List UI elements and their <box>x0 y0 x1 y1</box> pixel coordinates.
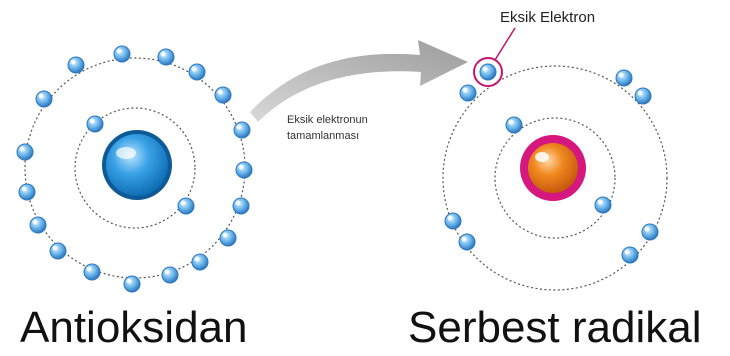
electron-icon <box>114 46 130 62</box>
callout-line <box>495 28 515 60</box>
transfer-label-line1: Eksik elektronun <box>287 114 368 126</box>
electron-icon <box>178 198 194 214</box>
electron-icon <box>506 117 522 133</box>
electron-icon <box>50 243 66 259</box>
electron-icon <box>460 85 476 101</box>
electron-icon <box>234 122 250 138</box>
antioxidant-atom <box>17 46 252 292</box>
electron-icon <box>233 198 249 214</box>
electron-icon <box>68 57 84 73</box>
curved-arrow-icon <box>250 40 468 122</box>
electron-icon <box>84 264 100 280</box>
electron-icon <box>622 247 638 263</box>
electron-icon <box>19 184 35 200</box>
electron-icon <box>158 49 174 65</box>
electron-icon <box>635 88 651 104</box>
antioxidant-nucleus <box>102 130 172 200</box>
electron-icon <box>17 144 33 160</box>
antioxidant-caption: Antioksidan <box>20 303 247 352</box>
electron-icon <box>459 234 475 250</box>
electron-icon <box>215 87 231 103</box>
electron-icon <box>445 213 461 229</box>
electron-icon <box>480 64 496 80</box>
electron-icon <box>124 276 140 292</box>
free-radical-caption: Serbest radikal <box>408 303 701 352</box>
electron-icon <box>162 267 178 283</box>
electron-icon <box>220 230 236 246</box>
electron-icon <box>30 217 46 233</box>
free-radical-atom <box>443 28 667 290</box>
electron-icon <box>642 224 658 240</box>
electron-icon <box>236 162 252 178</box>
electron-icon <box>189 64 205 80</box>
missing-electron-label: Eksik Elektron <box>500 9 595 26</box>
transfer-label-line2: tamamlanması <box>287 130 359 142</box>
electron-icon <box>192 254 208 270</box>
missing-electron-marker <box>474 28 515 86</box>
electron-icon <box>616 70 632 86</box>
electron-icon <box>36 91 52 107</box>
electron-icon <box>595 197 611 213</box>
electron-icon <box>87 116 103 132</box>
radical-nucleus <box>520 135 586 201</box>
